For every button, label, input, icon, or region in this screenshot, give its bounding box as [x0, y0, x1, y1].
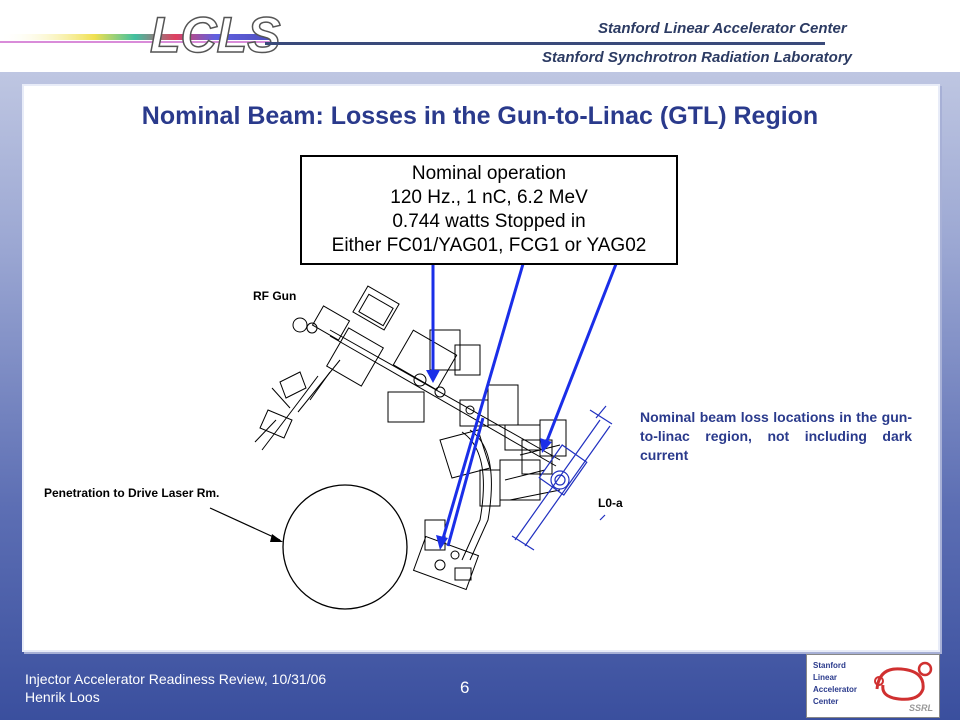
header-divider	[265, 42, 825, 45]
footer-author-line: Henrik Loos	[25, 689, 100, 705]
slac-logo-line: Accelerator	[813, 685, 858, 694]
slac-logo-line: Linear	[813, 673, 838, 682]
slide-title: Nominal Beam: Losses in the Gun-to-Linac…	[141, 102, 819, 130]
page-number: 6	[460, 678, 470, 697]
lcls-logo: LCLS	[0, 6, 281, 64]
operation-line: Either FC01/YAG01, FCG1 or YAG02	[331, 235, 647, 256]
l0a-section	[511, 405, 613, 551]
org-name-slac: Stanford Linear Accelerator Center	[598, 20, 847, 37]
logo-text: LCLS	[150, 7, 281, 63]
slac-logo-text: Stanford Linear Accelerator Center	[813, 660, 857, 708]
operation-line: 0.744 watts Stopped in	[392, 211, 586, 232]
loss-arrows	[431, 263, 618, 547]
header-bar: LCLS Stanford Linear Accelerator Center …	[0, 0, 960, 72]
org-name-ssrl: Stanford Synchrotron Radiation Laborator…	[542, 49, 853, 66]
loss-note: Nominal beam loss locations in the gun-t…	[640, 409, 912, 463]
penetration-arrowhead	[270, 534, 283, 542]
operation-box: Nominal operation 120 Hz., 1 nC, 6.2 MeV…	[300, 155, 678, 265]
footer-review-line: Injector Accelerator Readiness Review, 1…	[25, 671, 327, 687]
slac-logo-line: Stanford	[813, 661, 846, 670]
operation-line: Nominal operation	[411, 163, 567, 184]
ssrl-ring-icon	[874, 661, 933, 701]
l0a-label: L0-a	[598, 496, 623, 510]
penetration-label: Penetration to Drive Laser Rm.	[44, 486, 220, 500]
loss-arrowheads	[426, 370, 552, 550]
slac-logo-line: Center	[813, 697, 839, 706]
slac-ssrl-logo: Stanford Linear Accelerator Center SSRL	[806, 654, 940, 718]
beamline-drawing	[254, 285, 567, 591]
rf-gun-label: RF Gun	[253, 289, 297, 303]
laser-room-penetration	[282, 484, 408, 610]
loss-arrow-yag02	[543, 263, 618, 447]
penetration-pointer-line	[209, 507, 281, 541]
operation-line: 120 Hz., 1 nC, 6.2 MeV	[390, 187, 588, 208]
ssrl-logo-text: SSRL	[908, 703, 933, 713]
loss-arrow-secondary	[446, 417, 485, 547]
footer-text: Injector Accelerator Readiness Review, 1…	[25, 670, 326, 706]
loss-arrow-fcg1	[440, 263, 525, 543]
